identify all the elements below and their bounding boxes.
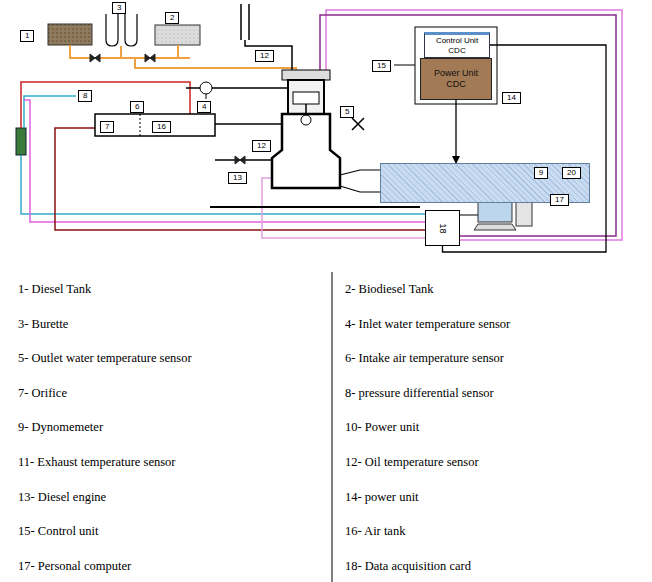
- legend-entry: 1- Diesel Tank: [18, 282, 91, 297]
- node-text: 6: [135, 102, 139, 111]
- node-text: 14: [507, 93, 516, 102]
- crankcase: [272, 114, 340, 188]
- node-text: 2: [170, 13, 174, 22]
- callout-number: 1: [20, 30, 34, 42]
- callout-number: 14: [502, 92, 521, 104]
- node-text: 9: [534, 167, 548, 179]
- computer-keyboard: [474, 224, 516, 230]
- callout-number: 16: [152, 121, 171, 133]
- biodiesel-tank: [155, 25, 200, 45]
- cylinder-head: [282, 70, 330, 80]
- piston: [293, 92, 319, 104]
- node-text: 8: [83, 91, 87, 100]
- node-text: 3: [117, 3, 121, 12]
- callout-number: 17: [550, 194, 569, 206]
- radiator-fan: [352, 118, 364, 130]
- orifice: [140, 114, 141, 136]
- node-text: 20: [562, 167, 581, 179]
- power-unit-box: Power Unit CDC: [420, 58, 492, 100]
- callout-number: 5: [340, 106, 354, 118]
- control-housing: [415, 27, 497, 104]
- control-unit-box: Control Unit CDC: [424, 32, 490, 58]
- legend-entry: 2- Biodiesel Tank: [345, 282, 433, 297]
- sensor-wire: [55, 128, 425, 230]
- callout-number: 12: [255, 50, 274, 62]
- callout-number: 15: [372, 60, 391, 72]
- node-text: 5: [345, 107, 349, 116]
- node-text: Control Unit CDC: [436, 36, 478, 55]
- legend-entry: 5- Outlet water temperature sensor: [18, 351, 192, 366]
- legend-entry: 13- Diesel engine: [18, 490, 106, 505]
- pc-cable: [460, 215, 478, 216]
- intake-pipe: [215, 123, 282, 125]
- callout-number: 3: [112, 2, 126, 14]
- callout-number: 8: [78, 90, 92, 102]
- legend-entry: 17- Personal computer: [18, 559, 131, 574]
- callout-number: 7: [100, 121, 114, 133]
- legend-entry: 7- Orifice: [18, 386, 67, 401]
- drive-shaft: [340, 170, 380, 192]
- node-text: 4: [202, 102, 206, 111]
- node-text: Power Unit CDC: [424, 68, 488, 90]
- legend-entry: 15- Control unit: [18, 524, 99, 539]
- sensor-wire: [320, 15, 616, 236]
- legend-entry: 18- Data acquisition card: [345, 559, 471, 574]
- table-divider: [332, 272, 333, 582]
- legend-entry: 3- Burette: [18, 317, 68, 332]
- legend-entry: 10- Power unit: [345, 420, 419, 435]
- legend-entry: 14- power unit: [345, 490, 419, 505]
- legend-entry: 6- Intake air temperature sensor: [345, 351, 504, 366]
- legend-entry: 11- Exhaust temperature sensor: [18, 455, 175, 470]
- legend-entry: 12- Oil temperature sensor: [345, 455, 479, 470]
- legend-entry: 9- Dynomemeter: [18, 420, 103, 435]
- legend-entry: 8- pressure differential sensor: [345, 386, 494, 401]
- water-line: [206, 94, 207, 99]
- node-text: 12: [260, 51, 269, 60]
- node-text: 7: [105, 122, 109, 131]
- node-text: 1: [25, 31, 29, 40]
- engine-bed: [210, 206, 420, 208]
- diesel-tank: [48, 24, 92, 45]
- callout-number: 6: [130, 101, 144, 113]
- node-text: 18: [437, 223, 448, 233]
- exhaust-line: [245, 40, 292, 70]
- callout-number: 2: [165, 12, 179, 24]
- node-text: 15: [377, 61, 386, 70]
- air-tank: [95, 114, 215, 136]
- callout-number: 13: [228, 172, 247, 184]
- data-acquisition-card: 18: [425, 210, 460, 246]
- node-text: 12: [257, 141, 266, 150]
- legend-entry: 4- Inlet water temperature sensor: [345, 317, 510, 332]
- sensor-wire: [24, 100, 425, 222]
- control-wire: [394, 65, 415, 66]
- legend-entry: 16- Air tank: [345, 524, 405, 539]
- exhaust-pipe: [241, 4, 249, 40]
- callout-number: 12: [252, 140, 271, 152]
- fuel-valve: [90, 54, 155, 62]
- node-text: 17: [555, 195, 564, 204]
- callout-number: 4: [197, 101, 211, 113]
- node-text: 13: [233, 173, 242, 182]
- sensor-wire: [21, 155, 425, 214]
- burette: [106, 14, 137, 46]
- node-text: 16: [157, 122, 166, 131]
- oil-valve: [235, 156, 245, 164]
- crankshaft: [301, 115, 311, 125]
- connector: [455, 100, 456, 163]
- pressure-sensor: [16, 128, 26, 155]
- fuel-line: [70, 45, 296, 70]
- sensor-wire: [24, 96, 76, 128]
- cylinder: [288, 80, 324, 114]
- water-pump: [200, 82, 212, 94]
